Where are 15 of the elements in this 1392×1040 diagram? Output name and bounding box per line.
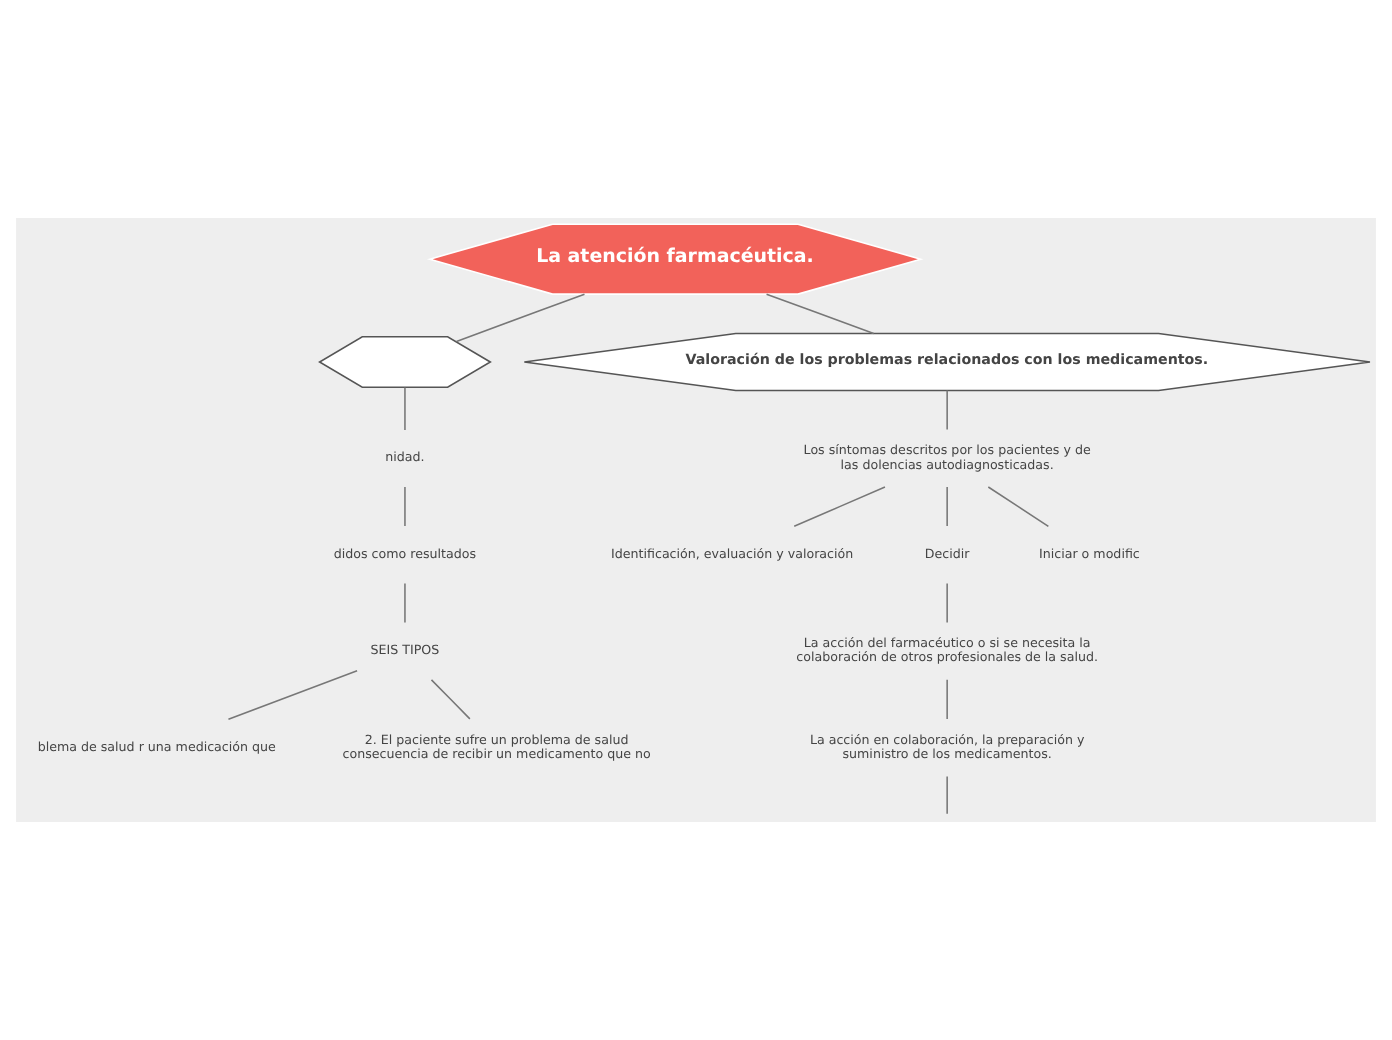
connector <box>430 679 471 720</box>
connector <box>404 582 406 624</box>
connector <box>946 389 948 431</box>
connector <box>404 486 406 527</box>
connector <box>455 293 586 343</box>
connector <box>946 582 948 624</box>
connector <box>404 386 406 431</box>
connector <box>227 670 358 720</box>
connector <box>946 775 948 815</box>
connector <box>987 486 1050 528</box>
node-hexagon <box>318 335 492 389</box>
connector <box>765 293 875 335</box>
connector <box>946 486 948 527</box>
connector <box>793 486 886 528</box>
connector <box>946 679 948 720</box>
